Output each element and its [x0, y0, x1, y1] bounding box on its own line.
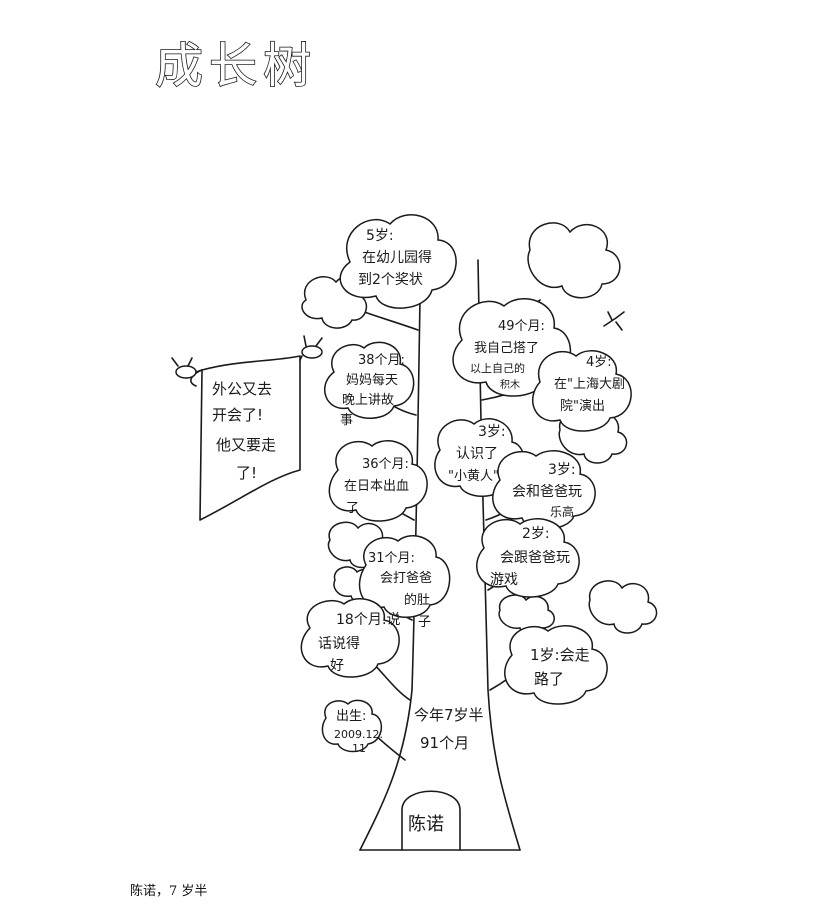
bird-icon [299, 335, 323, 361]
milestone-4-years: 4岁: 在"上海大剧 院"演出 [554, 355, 629, 414]
milestone-38-months: 38个月: 妈妈每天 晚上讲故 事 [340, 353, 409, 428]
milestone-5-years: 5岁: 在幼儿园得 到2个奖状 [358, 228, 436, 288]
milestone-clouds [300, 214, 632, 753]
milestones: 5岁: 在幼儿园得 到2个奖状 49个月: 我自己搭了 以上自己的 积木 38个… [318, 228, 629, 755]
milestone-31-months: 31个月: 会打爸爸 的肚 子 [368, 551, 436, 630]
milestone-36-months: 36个月: 在日本出血 了 [344, 457, 413, 516]
milestone-49-months: 49个月: 我自己搭了 以上自己的 积木 [470, 319, 549, 391]
bird-icon [603, 311, 625, 331]
milestone-18-months: 18个月:说 话说得 好 [318, 612, 405, 674]
milestone-3-years-lego: 3岁: 会和爸爸玩 乐高 [512, 462, 586, 519]
milestone-birth: 出生: 2009.12. 11 [334, 709, 386, 755]
scroll-banner: 外公又去 开会了! 他又要走 了! [190, 355, 301, 521]
bird-icon [171, 357, 203, 379]
scroll-message: 外公又去 开会了! 他又要走 了! [212, 380, 281, 482]
current-age: 今年7岁半 91个月 [414, 706, 488, 752]
drawing-title: 成长树 [155, 38, 317, 94]
drawing-caption: 陈诺，7 岁半 [130, 884, 208, 899]
milestone-2-years: 2岁: 会跟爸爸玩 游戏 [490, 526, 574, 588]
milestone-1-year: 1岁:会走 路了 [530, 646, 594, 688]
child-name: 陈诺 [408, 814, 444, 835]
milestone-3-years-minions: 3岁: 认识了 "小黄人" [448, 424, 510, 484]
